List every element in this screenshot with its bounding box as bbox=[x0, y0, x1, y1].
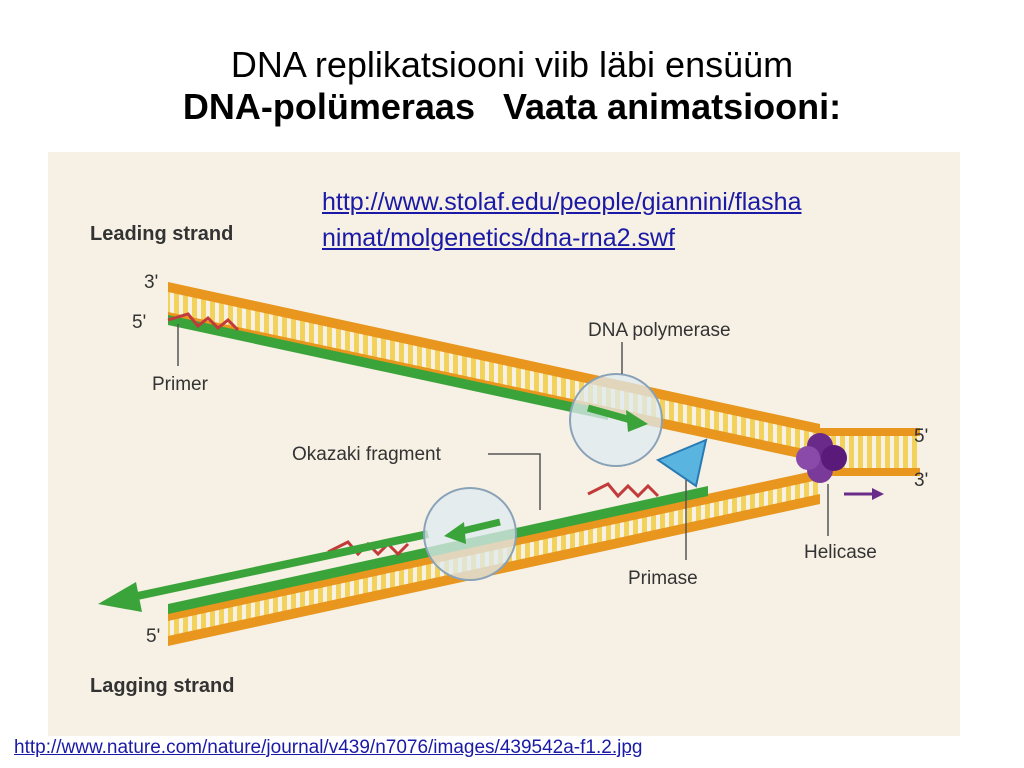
okazaki-leader bbox=[488, 453, 541, 510]
end-label-5-bottom: 5' bbox=[146, 626, 160, 647]
leading-strand-arm bbox=[167, 282, 820, 462]
lagging-strand-label: Lagging strand bbox=[90, 675, 234, 697]
replication-fork-diagram: Leading strand Lagging strand 3' 5' 5' 3… bbox=[90, 223, 928, 697]
end-label-3-top: 3' bbox=[144, 272, 158, 293]
dna-replication-figure: Leading strand Lagging strand 3' 5' 5' 3… bbox=[48, 152, 960, 736]
title-animation-prompt: Vaata animatsiooni: bbox=[502, 86, 842, 127]
primase-shape bbox=[655, 438, 708, 488]
dna-polymerase-leading bbox=[569, 373, 663, 467]
helicase-label: Helicase bbox=[804, 542, 877, 563]
end-label-5-right: 5' bbox=[914, 426, 928, 447]
dna-polymerase-label: DNA polymerase bbox=[588, 320, 731, 341]
source-link[interactable]: http://www.nature.com/nature/journal/v43… bbox=[14, 736, 642, 760]
animation-link-line-2[interactable]: nimat/molgenetics/dna-rna2.swf bbox=[322, 224, 675, 252]
end-label-5-top: 5' bbox=[132, 312, 146, 333]
okazaki-fragment-label: Okazaki fragment bbox=[292, 444, 442, 465]
leading-strand-label: Leading strand bbox=[90, 223, 233, 245]
animation-link-line-1[interactable]: http://www.stolaf.edu/people/giannini/fl… bbox=[322, 188, 802, 216]
slide-title: DNA replikatsiooni viib läbi ensüüm DNA-… bbox=[0, 44, 1024, 128]
title-line-2: DNA-polümeraas Vaata animatsiooni: bbox=[0, 86, 1024, 128]
dna-polymerase-lagging bbox=[423, 487, 517, 581]
lagging-direction-arrow bbox=[98, 530, 429, 612]
title-enzyme: DNA-polümeraas bbox=[182, 86, 475, 127]
source-link-text[interactable]: http://www.nature.com/nature/journal/v43… bbox=[14, 737, 643, 758]
title-line-1: DNA replikatsiooni viib läbi ensüüm bbox=[230, 44, 794, 85]
helicase-shape bbox=[796, 433, 847, 483]
animation-link[interactable]: http://www.stolaf.edu/people/giannini/fl… bbox=[322, 184, 982, 256]
primase-label: Primase bbox=[628, 568, 698, 589]
primer-label: Primer bbox=[152, 374, 209, 395]
end-label-3-right: 3' bbox=[914, 470, 928, 491]
helicase-direction-arrow bbox=[844, 488, 884, 500]
